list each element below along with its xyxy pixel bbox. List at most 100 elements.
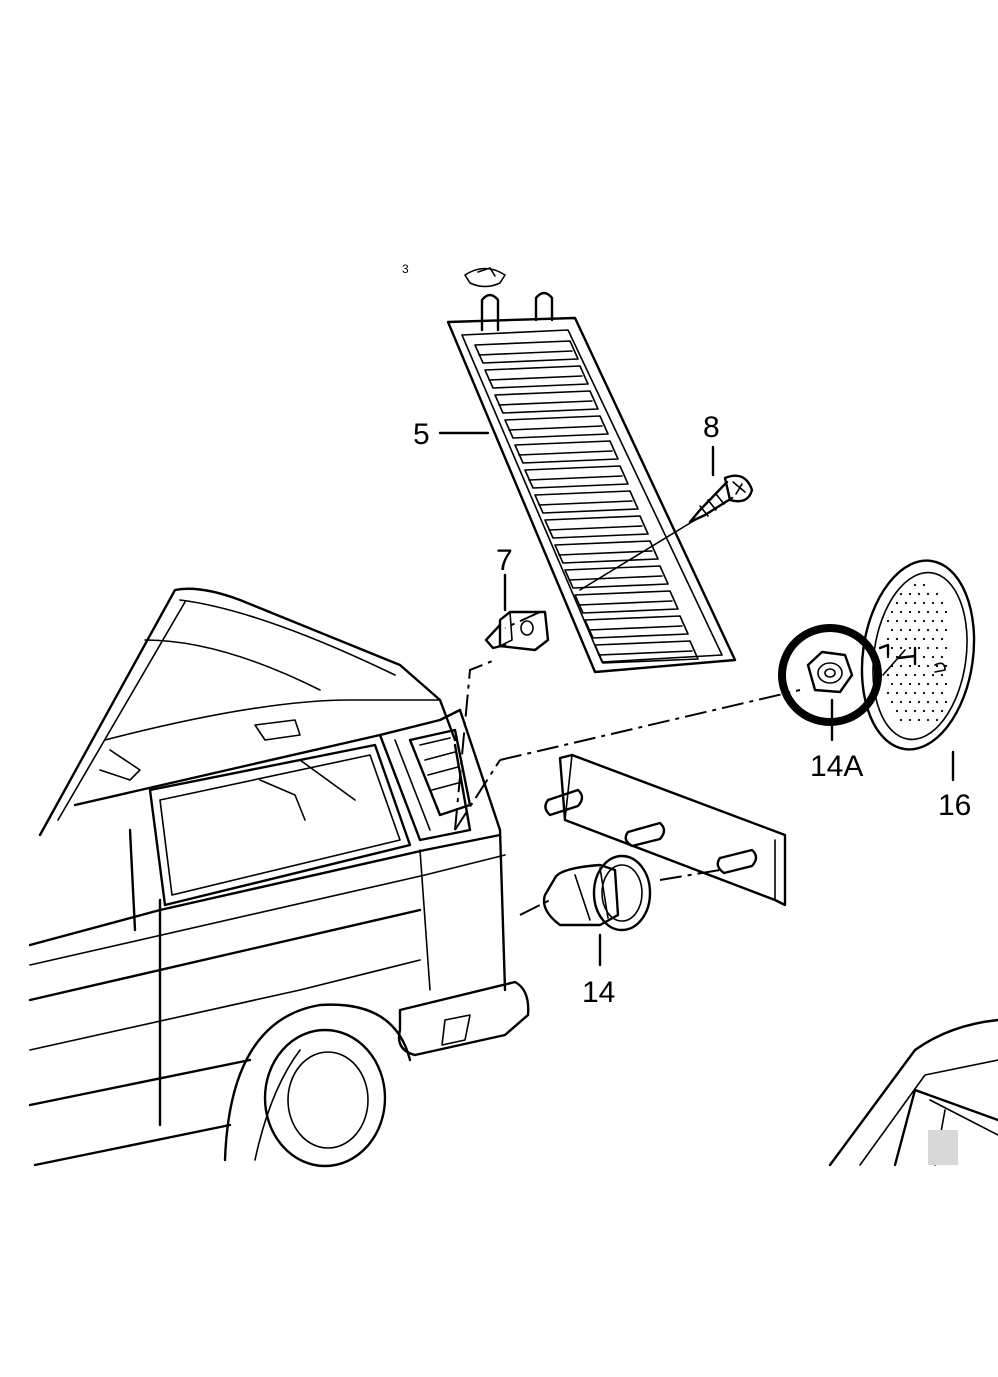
louvre-slat: [544, 515, 649, 539]
plate-dot: [899, 682, 903, 686]
louvre-shadow: [498, 400, 593, 406]
plate-dot: [908, 628, 912, 632]
plate-dot: [913, 673, 917, 677]
plate-dot: [917, 682, 921, 686]
louvre-shadow: [478, 350, 573, 356]
louvre-shadow: [488, 375, 583, 381]
plate-dot: [895, 709, 899, 713]
plate-dot: [899, 700, 903, 704]
louvre-shadow: [548, 525, 643, 531]
plate-dot: [931, 691, 935, 695]
plate-dot: [931, 655, 935, 659]
plate-dot: [931, 637, 935, 641]
plate-dot: [922, 655, 926, 659]
plate-dot: [908, 610, 912, 614]
plate-dot: [890, 682, 894, 686]
louvre-slat: [494, 390, 599, 414]
vehicle-fragment-right: [828, 1018, 998, 1167]
plate-texture: [886, 583, 948, 722]
plate-dot: [931, 601, 935, 605]
louvre-shadow: [588, 625, 683, 631]
plate-dot: [899, 664, 903, 668]
plate-dot: [944, 628, 948, 632]
plate-dot: [922, 583, 926, 587]
plate-dot: [895, 619, 899, 623]
plate-dot: [886, 655, 890, 659]
plate-dot: [917, 718, 921, 722]
plate-dot: [926, 718, 930, 722]
plate-dot: [935, 682, 939, 686]
plate-dot: [895, 637, 899, 641]
plate-dot: [899, 718, 903, 722]
plate-dot: [908, 646, 912, 650]
plate-dot: [944, 682, 948, 686]
plate-dot: [890, 646, 894, 650]
plate-dot: [913, 619, 917, 623]
plate-dot: [904, 601, 908, 605]
plate-dot: [922, 637, 926, 641]
plate-dot: [913, 601, 917, 605]
louvre-slat: [564, 565, 669, 589]
louvre-slat: [524, 465, 629, 489]
louvre-shadow: [598, 650, 693, 656]
plate-dot: [899, 646, 903, 650]
plate-dot: [890, 628, 894, 632]
plate-dot: [931, 709, 935, 713]
plate-dot: [926, 628, 930, 632]
plate-dot: [926, 592, 930, 596]
plate-dot: [922, 601, 926, 605]
plate-dot: [917, 664, 921, 668]
plate-dot: [944, 610, 948, 614]
plate-dot: [904, 673, 908, 677]
plate-dot: [940, 709, 944, 713]
plate-dot: [944, 646, 948, 650]
plate-dot: [940, 673, 944, 677]
callout-5: 5: [413, 418, 430, 451]
callout-labels: 5 8 7 14A 16 14 3: [402, 262, 971, 1009]
plate-dot: [922, 691, 926, 695]
plate-dot: [940, 691, 944, 695]
plate-dot: [926, 682, 930, 686]
plate-dot: [917, 646, 921, 650]
plate-dot: [922, 619, 926, 623]
louvre-shadow: [568, 575, 663, 581]
plate-dot: [886, 691, 890, 695]
louvre-shadow: [528, 475, 623, 481]
plate-dot: [913, 637, 917, 641]
plate-dot: [922, 709, 926, 713]
vehicle-body: [28, 587, 530, 1168]
plate-dot: [940, 601, 944, 605]
louvre-slat: [574, 590, 679, 614]
louvre-shadow: [558, 550, 653, 556]
plate-dot: [886, 619, 890, 623]
plate-dot: [931, 673, 935, 677]
louvre-slat: [474, 340, 579, 364]
bracket-plate: [544, 753, 787, 907]
plate-dot: [917, 700, 921, 704]
plate-dot: [899, 610, 903, 614]
plate-dot: [926, 646, 930, 650]
plate-dot: [917, 610, 921, 614]
plate-dot: [904, 619, 908, 623]
plate-dot: [904, 637, 908, 641]
plate-dot: [904, 691, 908, 695]
plate-dot: [935, 664, 939, 668]
plate-dot: [913, 691, 917, 695]
plate-dot: [908, 592, 912, 596]
louvre-slat: [584, 615, 689, 639]
louvre-slat: [554, 540, 659, 564]
plate-dot: [940, 619, 944, 623]
plate-dot: [913, 583, 917, 587]
plate-dot: [908, 682, 912, 686]
louvre-shadow: [538, 500, 633, 506]
plate-dot: [931, 619, 935, 623]
plate-dot: [926, 610, 930, 614]
plate-dot: [899, 628, 903, 632]
plate-dot: [908, 718, 912, 722]
plate-dot: [899, 592, 903, 596]
louvre-slat: [484, 365, 589, 389]
plate-dot: [890, 610, 894, 614]
callout-14: 14: [582, 976, 615, 1009]
highlight-circle: [778, 624, 882, 726]
